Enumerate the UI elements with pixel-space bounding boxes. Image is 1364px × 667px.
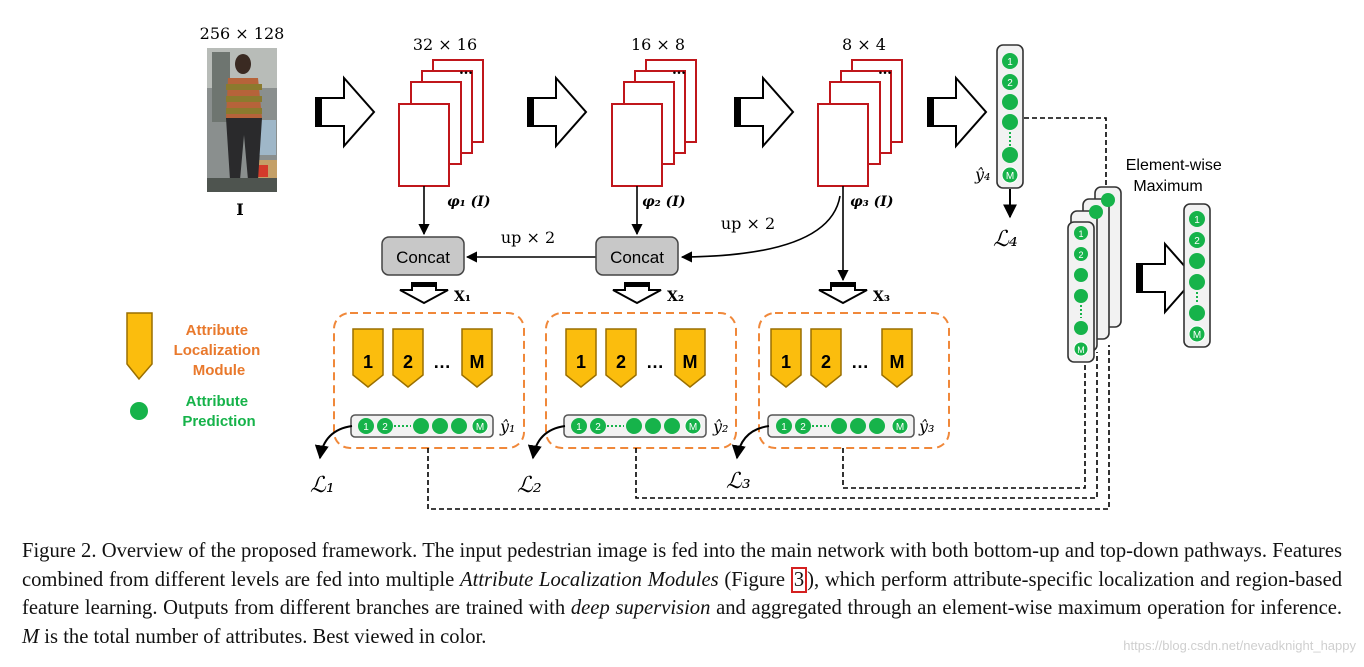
x-label: X₃ — [873, 289, 890, 305]
alm-index: M — [890, 352, 905, 372]
main-prediction-vector: 1 2 M — [996, 44, 1024, 189]
svg-text:1: 1 — [1007, 57, 1013, 68]
svg-text:1: 1 — [1194, 215, 1200, 226]
alm-legend-icon — [126, 312, 153, 381]
elementwise-max-label: Element-wise Maximum — [1126, 157, 1226, 195]
prediction-vector-2: 1 2 M — [571, 417, 702, 435]
yhat-label: ŷ₃ — [918, 417, 934, 436]
main-flow-arrow-3 — [734, 77, 794, 147]
feature-stack-3: 8 × 4 … φ₃ (I) — [817, 35, 903, 210]
alm-group-3: 1 2 … M 1 2 M ŷ₃ — [758, 312, 950, 449]
loss-label: ℒ₂ — [517, 473, 542, 498]
legend: Attribute Localization Module Attribute … — [126, 312, 265, 430]
phi-label: φ₃ (I) — [850, 194, 893, 210]
main-flow-arrow-2 — [527, 77, 587, 147]
feature-stack-1: 32 × 16 … φ₁ (I) — [398, 35, 490, 210]
main-flow-arrow-1 — [315, 77, 375, 147]
branch-arrow-2 — [612, 282, 662, 304]
loss-label: ℒ₃ — [726, 469, 751, 494]
phi-label: φ₁ (I) — [447, 194, 490, 210]
x-label: X₁ — [454, 289, 471, 305]
svg-text:1: 1 — [363, 422, 369, 433]
svg-text:2: 2 — [1194, 236, 1200, 247]
loss-label: ℒ₁ — [310, 473, 335, 498]
alm-group-2: 1 2 … M 1 2 M ŷ₂ — [545, 312, 737, 449]
upsample-label: up × 2 — [501, 228, 555, 247]
concat-box-1: Concat — [381, 236, 465, 276]
feature-size-label: 16 × 8 — [631, 35, 685, 54]
feature-size-label: 32 × 16 — [413, 35, 477, 54]
main-flow-arrow-4 — [927, 77, 987, 147]
concat-label: Concat — [610, 248, 664, 267]
alm-index: 1 — [576, 352, 586, 372]
svg-text:M: M — [896, 422, 904, 433]
legend-prediction-label: Attribute Prediction — [182, 393, 255, 430]
ellipsis-label: … — [878, 62, 892, 78]
svg-text:M: M — [689, 422, 697, 433]
svg-text:M: M — [1006, 171, 1014, 182]
legend-alm-label: Attribute Localization Module — [174, 322, 265, 379]
phi-label: φ₂ (I) — [642, 194, 685, 210]
input-image-label: I — [236, 200, 243, 219]
prediction-legend-icon — [130, 402, 148, 420]
yhat-label: ŷ₁ — [499, 417, 515, 436]
alm-index: 1 — [363, 352, 373, 372]
alm-index: 2 — [403, 352, 413, 372]
concat-label: Concat — [396, 248, 450, 267]
concat-box-2: Concat — [595, 236, 679, 276]
svg-text:1: 1 — [781, 422, 787, 433]
figure-caption: Figure 2. Overview of the proposed frame… — [22, 540, 1343, 648]
aggregation-connectors — [427, 117, 1110, 510]
svg-text:2: 2 — [1078, 250, 1083, 260]
alm-index: M — [470, 352, 485, 372]
yhat-label: ŷ₄ — [974, 165, 990, 184]
alm-index: 2 — [821, 352, 831, 372]
svg-text:2: 2 — [595, 422, 601, 433]
ellipsis-label: … — [851, 352, 869, 372]
x-label: X₂ — [667, 289, 684, 305]
alm-index: M — [683, 352, 698, 372]
ellipsis-label: … — [433, 352, 451, 372]
branch-arrow-3 — [818, 282, 868, 304]
ellipsis-label: … — [646, 352, 664, 372]
pedestrian-image — [207, 48, 277, 192]
ellipsis-label: … — [672, 62, 686, 78]
figure-reference-link[interactable]: 3 — [790, 566, 808, 593]
svg-text:2: 2 — [800, 422, 806, 433]
watermark: https://blog.csdn.net/nevadknight_happy — [1123, 638, 1356, 653]
upsample-label: up × 2 — [721, 214, 775, 233]
yhat-label: ŷ₂ — [712, 417, 728, 436]
svg-text:M: M — [1193, 330, 1201, 341]
ellipsis-label: … — [459, 62, 473, 78]
prediction-vector-3: 1 2 M — [776, 417, 909, 435]
svg-text:M: M — [476, 422, 484, 433]
alm-index: 1 — [781, 352, 791, 372]
svg-text:M: M — [1077, 345, 1085, 355]
prediction-vector-1: 1 2 M — [358, 417, 489, 435]
feature-stack-2: 16 × 8 … φ₂ (I) — [611, 35, 697, 210]
alm-index: 2 — [616, 352, 626, 372]
branch-arrow-1 — [399, 282, 449, 304]
loss-label: ℒ₄ — [993, 227, 1018, 252]
stacked-predictions: 1 2 M — [1067, 186, 1122, 363]
svg-text:2: 2 — [1007, 78, 1013, 89]
svg-text:1: 1 — [1078, 229, 1083, 239]
feature-size-label: 8 × 4 — [842, 35, 886, 54]
final-prediction-vector: 1 2 M — [1183, 203, 1211, 348]
svg-text:1: 1 — [576, 422, 582, 433]
input-size-label: 256 × 128 — [200, 24, 285, 43]
alm-group-1: 1 2 … M 1 2 M ŷ₁ — [333, 312, 525, 449]
svg-text:2: 2 — [382, 422, 388, 433]
